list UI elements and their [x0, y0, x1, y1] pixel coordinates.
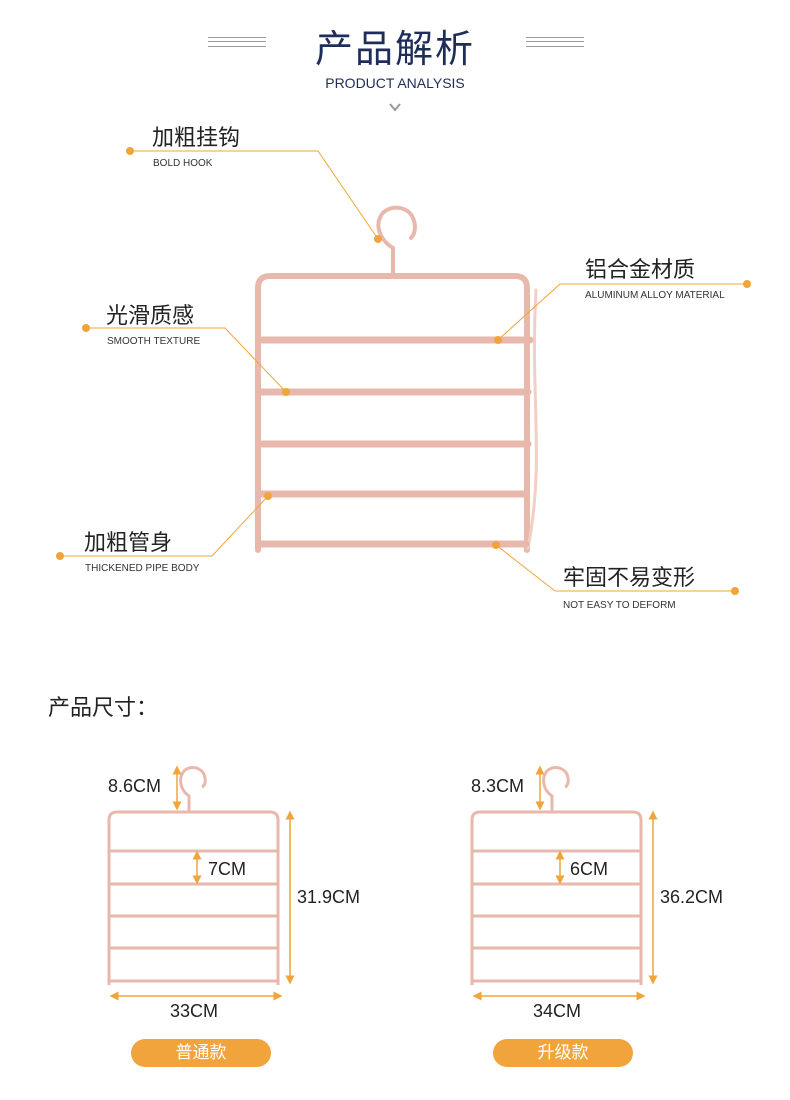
page-subtitle: PRODUCT ANALYSIS: [325, 75, 465, 91]
title-deco-left: [208, 37, 266, 47]
title-deco-right: [526, 37, 584, 47]
standard-width-dim: 33CM: [170, 1001, 219, 1021]
standard-hanger-diagram: [107, 766, 280, 985]
feature-bold-hook-label: 加粗挂钩: [152, 126, 241, 151]
chevron-down-icon: [389, 103, 401, 112]
callout-lines: [60, 150, 747, 592]
upgrade-height-dim: 36.2CM: [660, 887, 724, 907]
feature-smooth-label: 光滑质感: [106, 304, 195, 329]
feature-durable-en: NOT EASY TO DEFORM: [563, 600, 676, 611]
standard-model-badge: 普通款: [131, 1039, 271, 1067]
upgrade-hanger-diagram: [470, 766, 643, 985]
upgrade-hook-dim: 8.3CM: [471, 776, 525, 796]
feature-aluminum-label: 铝合金材质: [585, 258, 696, 283]
upgrade-width-dim: 34CM: [533, 1001, 582, 1021]
feature-durable-label: 牢固不易变形: [563, 566, 696, 591]
standard-height-dim: 31.9CM: [297, 887, 361, 907]
feature-thick-pipe-label: 加粗管身: [84, 531, 173, 556]
feature-aluminum-en: ALUMINUM ALLOY MATERIAL: [585, 290, 725, 301]
upgrade-model-badge: 升级款: [493, 1039, 633, 1067]
standard-gap-dim: 7CM: [208, 859, 247, 879]
feature-smooth-en: SMOOTH TEXTURE: [107, 336, 201, 347]
page-title: 产品解析: [314, 27, 475, 71]
size-section-heading: 产品尺寸：: [48, 696, 159, 721]
dimension-arrows: [109, 765, 658, 1001]
main-hanger-illustration: [255, 205, 538, 553]
callout-dots: [56, 147, 751, 595]
standard-hook-dim: 8.6CM: [108, 776, 162, 796]
feature-bold-hook-en: BOLD HOOK: [153, 158, 213, 169]
upgrade-gap-dim: 6CM: [570, 859, 609, 879]
feature-thick-pipe-en: THICKENED PIPE BODY: [85, 563, 200, 574]
